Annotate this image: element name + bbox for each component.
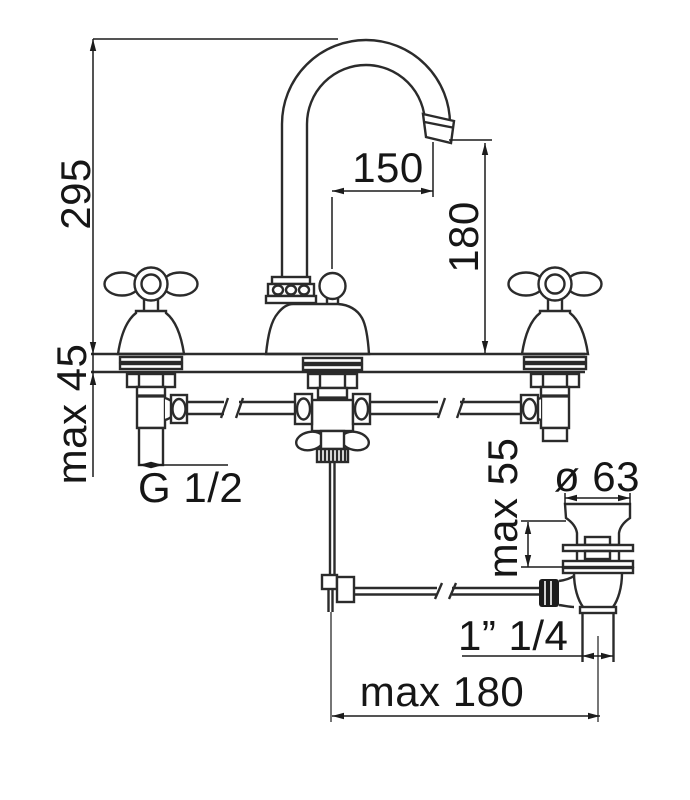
spout-aerator [421,112,456,145]
center-union [293,356,372,464]
dim-1-14-label: 1” 1/4 [458,612,568,659]
right-handle [507,266,603,356]
dim-g12-label: G 1/2 [138,464,243,511]
mounting-deck [91,352,585,374]
dim-max55-label: max 55 [479,438,526,579]
arrow-left-icon [565,494,577,502]
arrow-left-icon [582,652,594,660]
dim-295-label: 295 [52,158,99,230]
arrow-up-icon [524,522,532,534]
rod-break-icon [447,582,458,600]
rod-clamp [320,573,339,591]
right-valve [519,355,588,443]
popup-rod [320,462,356,612]
arrow-left-icon [332,712,344,720]
pipe-break-icon [436,397,447,419]
left-handle [103,266,199,356]
arrow-left-icon [332,187,344,195]
arrow-up-icon [89,373,97,385]
dimension-max55: max 55 [479,438,566,579]
dim-180-label: 180 [440,201,487,273]
dim-dia63-label: ø 63 [554,453,640,500]
spout [264,38,456,305]
arrow-right-icon [588,712,600,720]
arrow-down-icon [524,555,532,567]
popup-waste [539,502,635,662]
arrow-up-icon [89,39,97,51]
arrow-left-icon [139,461,151,469]
dimension-295-and-max45: 295 max 45 [48,38,338,485]
dim-max45-label: max 45 [48,344,95,485]
dimension-max180: max 180 [330,612,600,722]
arrow-right-icon [601,652,613,660]
arrow-down-icon [89,342,97,354]
faucet-base [264,271,371,356]
pipe-break-icon [219,397,230,419]
union-nut-bead [171,397,187,421]
popup-horizontal-rod [354,582,540,600]
right-handle-escutcheon [520,309,590,356]
supply-pipes [187,397,521,419]
arrow-up-icon [481,143,489,155]
left-handle-escutcheon [116,309,186,356]
dimension-150: 150 [331,142,434,269]
popup-lift-knob [318,271,347,301]
left-valve [118,355,189,467]
dim-150-label: 150 [352,144,424,191]
arrow-right-icon [421,187,433,195]
rod-break-icon [433,582,444,600]
dimension-1-14: 1” 1/4 [458,612,613,660]
left-valve-tailpiece [137,426,165,467]
arrow-down-icon [481,341,489,353]
dimension-g12: G 1/2 [138,461,243,511]
overflow-slot [583,549,612,561]
arrow-right-icon [151,461,163,469]
union-nut-bead [521,397,538,421]
dim-max180-label: max 180 [360,668,525,715]
right-valve-tailpiece [541,426,569,443]
dimension-180: 180 [440,139,492,353]
union-nut-bead [353,397,370,421]
popup-adjuster-knob [539,579,559,607]
rod-coupler [335,575,356,604]
union-nut-bead [295,397,312,421]
arrow-right-icon [618,494,630,502]
dimension-dia63: ø 63 [554,453,640,505]
